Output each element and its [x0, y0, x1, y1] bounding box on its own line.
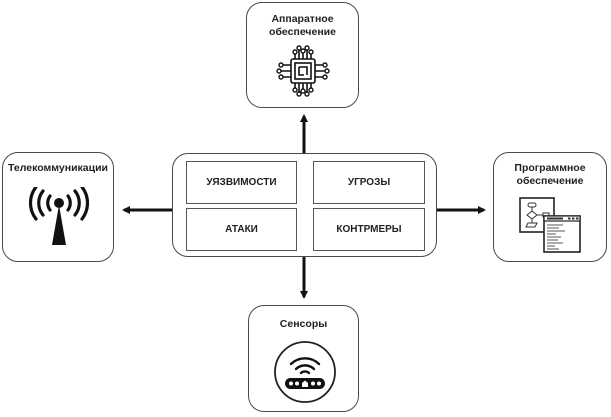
telecom-node: Телекоммуникации	[2, 152, 114, 262]
cell-threats: УГРОЗЫ	[313, 161, 425, 204]
wifi-router-icon	[274, 341, 336, 403]
software-title-line2: обеспечение	[516, 175, 584, 187]
cell-attacks: АТАКИ	[186, 208, 297, 251]
sensors-title: Сенсоры	[279, 318, 328, 330]
hardware-title: Аппаратное обеспечение	[247, 13, 358, 39]
hardware-title-line1: Аппаратное	[271, 13, 334, 25]
cell-threats-label: УГРОЗЫ	[347, 177, 391, 188]
hardware-title-line2: обеспечение	[269, 26, 336, 38]
cell-vulnerabilities: УЯЗВИМОСТИ	[186, 161, 297, 204]
software-window-icon	[519, 197, 581, 253]
chip-icon	[276, 45, 330, 97]
cell-countermeasures: КОНТРМЕРЫ	[313, 208, 425, 251]
software-node: Программное обеспечение	[493, 152, 607, 262]
cell-countermeasures-label: КОНТРМЕРЫ	[336, 224, 402, 235]
radio-tower-icon	[29, 187, 89, 245]
sensors-node: Сенсоры	[248, 305, 359, 412]
hardware-node: Аппаратное обеспечение	[246, 2, 359, 108]
center-block: УЯЗВИМОСТИ УГРОЗЫ АТАКИ КОНТРМЕРЫ	[172, 153, 437, 257]
cell-vulnerabilities-label: УЯЗВИМОСТИ	[206, 177, 277, 188]
cell-attacks-label: АТАКИ	[225, 224, 258, 235]
software-title-line1: Программное	[514, 162, 586, 174]
telecom-title: Телекоммуникации	[8, 162, 108, 174]
software-title: Программное обеспечение	[494, 162, 606, 188]
